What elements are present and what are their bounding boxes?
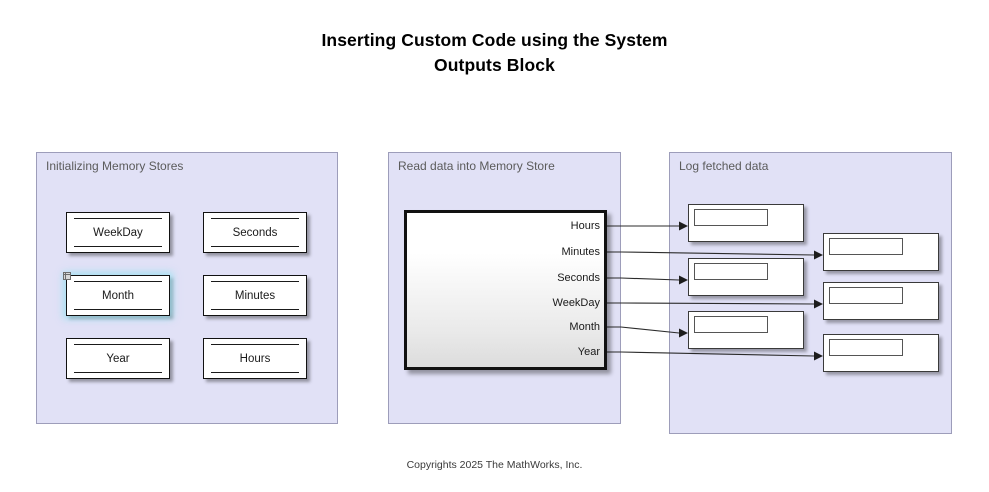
log-block-inner-field [694, 316, 768, 333]
page-title: Inserting Custom Code using the System O… [321, 30, 668, 75]
memory-store-block-year[interactable]: Year [66, 338, 170, 379]
log-block-minutes[interactable] [823, 233, 939, 271]
data-store-bar-bottom [211, 246, 299, 247]
memory-store-label: Seconds [232, 226, 278, 239]
output-port-label-month: Month [569, 321, 600, 333]
memory-store-label: WeekDay [93, 226, 143, 239]
data-store-bar-top [211, 281, 299, 282]
memory-store-block-weekday[interactable]: WeekDay [66, 212, 170, 253]
log-block-month[interactable] [688, 311, 804, 349]
output-port-label-weekday: WeekDay [552, 297, 600, 309]
data-store-bar-top [211, 344, 299, 345]
data-store-bar-top [74, 218, 162, 219]
memory-store-label: Year [106, 352, 130, 365]
log-block-year[interactable] [823, 334, 939, 372]
memory-store-label: Minutes [234, 289, 276, 302]
area-label: Log fetched data [679, 159, 769, 173]
memory-store-label: Month [102, 289, 134, 302]
data-store-bar-bottom [74, 309, 162, 310]
memory-store-block-hours[interactable]: Hours [203, 338, 307, 379]
read-data-subsystem-block[interactable]: Hours Minutes Seconds WeekDay Month Year [404, 210, 607, 370]
data-store-bar-bottom [211, 372, 299, 373]
output-port-label-year: Year [577, 346, 600, 358]
copyright-notice: Copyrights 2025 The MathWorks, Inc. [406, 459, 583, 471]
area-label: Read data into Memory Store [398, 159, 555, 173]
data-store-bar-top [74, 344, 162, 345]
log-block-inner-field [829, 238, 903, 255]
output-port-label-seconds: Seconds [557, 272, 600, 284]
memory-store-block-month[interactable]: Month [63, 272, 170, 316]
log-block-weekday[interactable] [823, 282, 939, 320]
log-block-hours[interactable] [688, 204, 804, 242]
log-block-inner-field [694, 263, 768, 280]
log-block-inner-field [829, 287, 903, 304]
memory-store-label: Hours [239, 352, 271, 365]
data-store-bar-bottom [74, 246, 162, 247]
log-block-inner-field [829, 339, 903, 356]
log-block-seconds[interactable] [688, 258, 804, 296]
memory-store-block-seconds[interactable]: Seconds [203, 212, 307, 253]
data-store-bar-top [74, 281, 162, 282]
log-block-inner-field [694, 209, 768, 226]
area-label: Initializing Memory Stores [46, 159, 184, 173]
data-store-bar-bottom [211, 309, 299, 310]
memory-store-block-minutes[interactable]: Minutes [203, 275, 307, 316]
output-port-label-hours: Hours [570, 220, 600, 232]
data-store-bar-top [211, 218, 299, 219]
data-store-bar-bottom [74, 372, 162, 373]
output-port-label-minutes: Minutes [561, 246, 600, 258]
